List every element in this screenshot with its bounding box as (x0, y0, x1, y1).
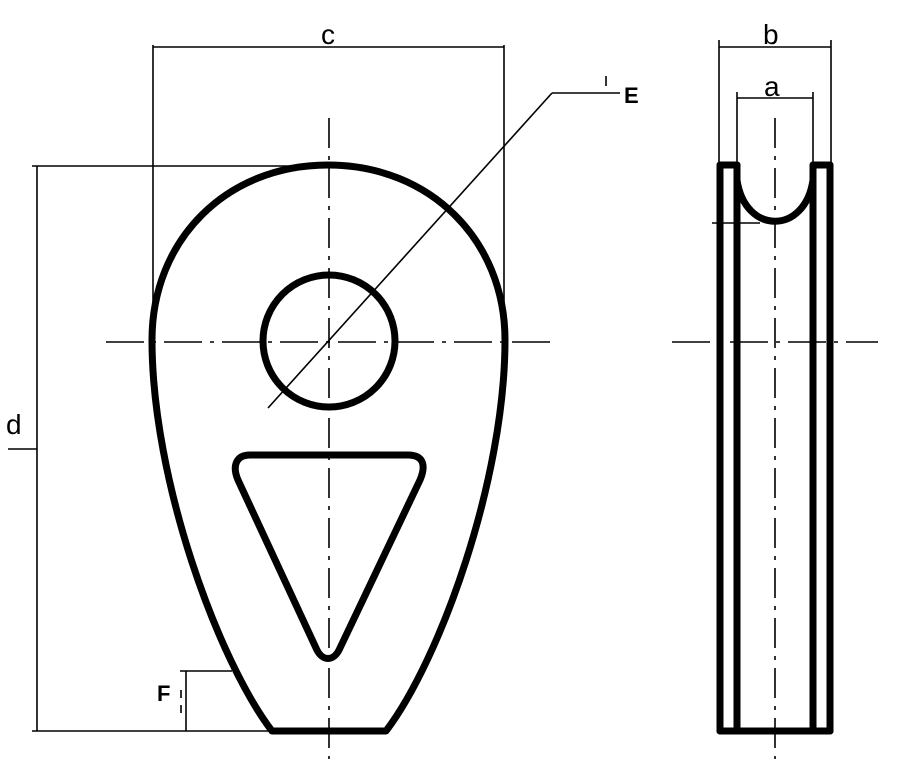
side-view (672, 118, 878, 759)
front-view (106, 118, 553, 759)
dimension-f: F (157, 670, 232, 731)
label-c: c (321, 19, 335, 50)
label-b: b (763, 19, 779, 50)
label-e: E (624, 83, 639, 108)
dimension-b: b (718, 19, 832, 162)
dimension-c: c (152, 19, 505, 320)
label-d: d (6, 409, 22, 440)
dimension-d: d (6, 165, 300, 732)
label-a: a (764, 71, 780, 102)
label-f: F (157, 681, 170, 706)
dimension-e: E (267, 76, 639, 409)
dimension-a: a (736, 71, 814, 162)
thimble-outer-outline (148, 161, 509, 735)
